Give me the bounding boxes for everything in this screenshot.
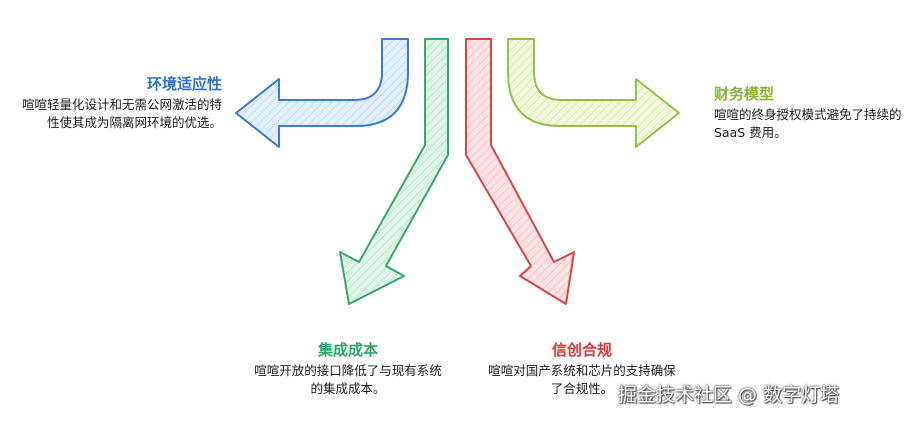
arrow-finance [507,38,680,148]
arrow-integration [339,38,449,305]
arrow-environment [235,38,409,148]
title-xinchuang: 信创合规 [551,341,612,359]
desc-finance: 喧喧的终身授权模式避免了持续的 SaaS 费用。 [714,107,902,140]
desc-xinchuang: 喧喧对国产系统和芯片的支持确保了合规性。 [488,363,676,396]
desc-environment: 喧喧轻量化设计和无需公网激活的特性使其成为隔离网环境的优选。 [21,97,222,130]
label-integration: 集成成本 喧喧开放的接口降低了与现有系统的集成成本。 [250,340,446,398]
title-finance: 财务模型 [714,85,775,103]
watermark: 掘金技术社区 @ 数字灯塔 [618,384,840,406]
label-environment: 环境适应性 喧喧轻量化设计和无需公网激活的特性使其成为隔离网环境的优选。 [10,74,222,132]
label-xinchuang: 信创合规 喧喧对国产系统和芯片的支持确保了合规性。 [484,340,680,398]
arrow-xinchuang [465,38,575,305]
title-environment: 环境适应性 [146,75,222,93]
desc-integration: 喧喧开放的接口降低了与现有系统的集成成本。 [254,363,442,396]
label-finance: 财务模型 喧喧的终身授权模式避免了持续的 SaaS 费用。 [714,84,910,142]
title-integration: 集成成本 [317,341,378,359]
